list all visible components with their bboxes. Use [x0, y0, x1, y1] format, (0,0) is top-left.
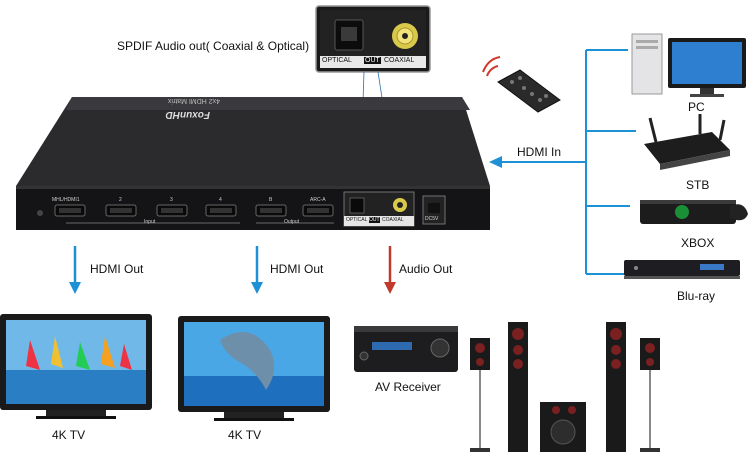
- sink-label-receiver: AV Receiver: [375, 380, 441, 394]
- hdmi-port-out-b: [255, 204, 287, 217]
- stb-icon: [644, 114, 730, 170]
- callout-optical-label: OPTICAL: [322, 57, 352, 64]
- callout-coaxial-label: COAXIAL: [384, 57, 415, 64]
- device-model: 4x2 HDMI Matrix: [167, 97, 220, 104]
- hdmi-in-label: HDMI In: [517, 145, 562, 159]
- hdmi-port-3: [156, 204, 188, 217]
- callout-out-label: OUT: [364, 57, 381, 64]
- device-power-label: DC5V: [425, 216, 439, 222]
- av-receiver-icon: [354, 326, 458, 372]
- port-label-b: B: [269, 197, 273, 203]
- tv-1-icon: [0, 314, 152, 419]
- source-label-xbox: XBOX: [681, 236, 715, 250]
- hdmi-port-4: [205, 204, 237, 217]
- device-coaxial-label: COAXIAL: [382, 217, 404, 223]
- hdmi-out-label-1: HDMI Out: [90, 262, 144, 276]
- pc-icon: [631, 33, 746, 97]
- hdmi-out-arrow-1: [69, 246, 81, 294]
- hdmi-port-2: [105, 204, 137, 217]
- ir-sensor: [37, 210, 43, 216]
- port-label-arc-a: ARC-A: [310, 197, 326, 203]
- spdif-callout-panel: [315, 5, 431, 73]
- port-label-1: MHL/HDMI1: [52, 197, 80, 203]
- speaker-tower-right-icon: [606, 322, 626, 452]
- speaker-tower-left-icon: [508, 322, 528, 452]
- source-label-pc: PC: [688, 100, 705, 114]
- subwoofer-icon: [540, 402, 586, 452]
- input-group-label: Input: [144, 219, 156, 225]
- sink-label-tv2: 4K TV: [228, 428, 262, 442]
- bluray-icon: [624, 260, 740, 279]
- hdmi-matrix-device: [16, 97, 490, 230]
- speaker-small-left-icon: [470, 338, 490, 452]
- hdmi-in-bracket: [500, 49, 636, 275]
- hdmi-in-arrowhead: [489, 156, 502, 168]
- xbox-icon: [640, 200, 748, 224]
- tv-2-icon: [178, 316, 330, 421]
- device-optical-label: OPTICAL: [346, 217, 368, 223]
- port-label-4: 4: [219, 197, 222, 203]
- output-group-label: Output: [284, 219, 300, 225]
- sink-label-tv1: 4K TV: [52, 428, 86, 442]
- hdmi-out-arrow-2: [251, 246, 263, 294]
- device-out-label: OUT: [369, 217, 380, 223]
- spdif-callout-title: SPDIF Audio out( Coaxial & Optical): [117, 39, 310, 53]
- speaker-small-right-icon: [640, 338, 660, 452]
- port-label-2: 2: [119, 197, 122, 203]
- remote-control-icon: [482, 56, 561, 113]
- hdmi-out-label-2: HDMI Out: [270, 262, 324, 276]
- source-label-stb: STB: [686, 178, 710, 192]
- source-label-bluray: Blu-ray: [677, 289, 716, 303]
- hdmi-port-out-a: [302, 204, 334, 217]
- device-brand: FoxunHD: [166, 109, 210, 120]
- port-label-3: 3: [170, 197, 173, 203]
- hdmi-port-1: [54, 204, 86, 217]
- audio-out-arrow: [384, 246, 396, 294]
- audio-out-label: Audio Out: [399, 262, 453, 276]
